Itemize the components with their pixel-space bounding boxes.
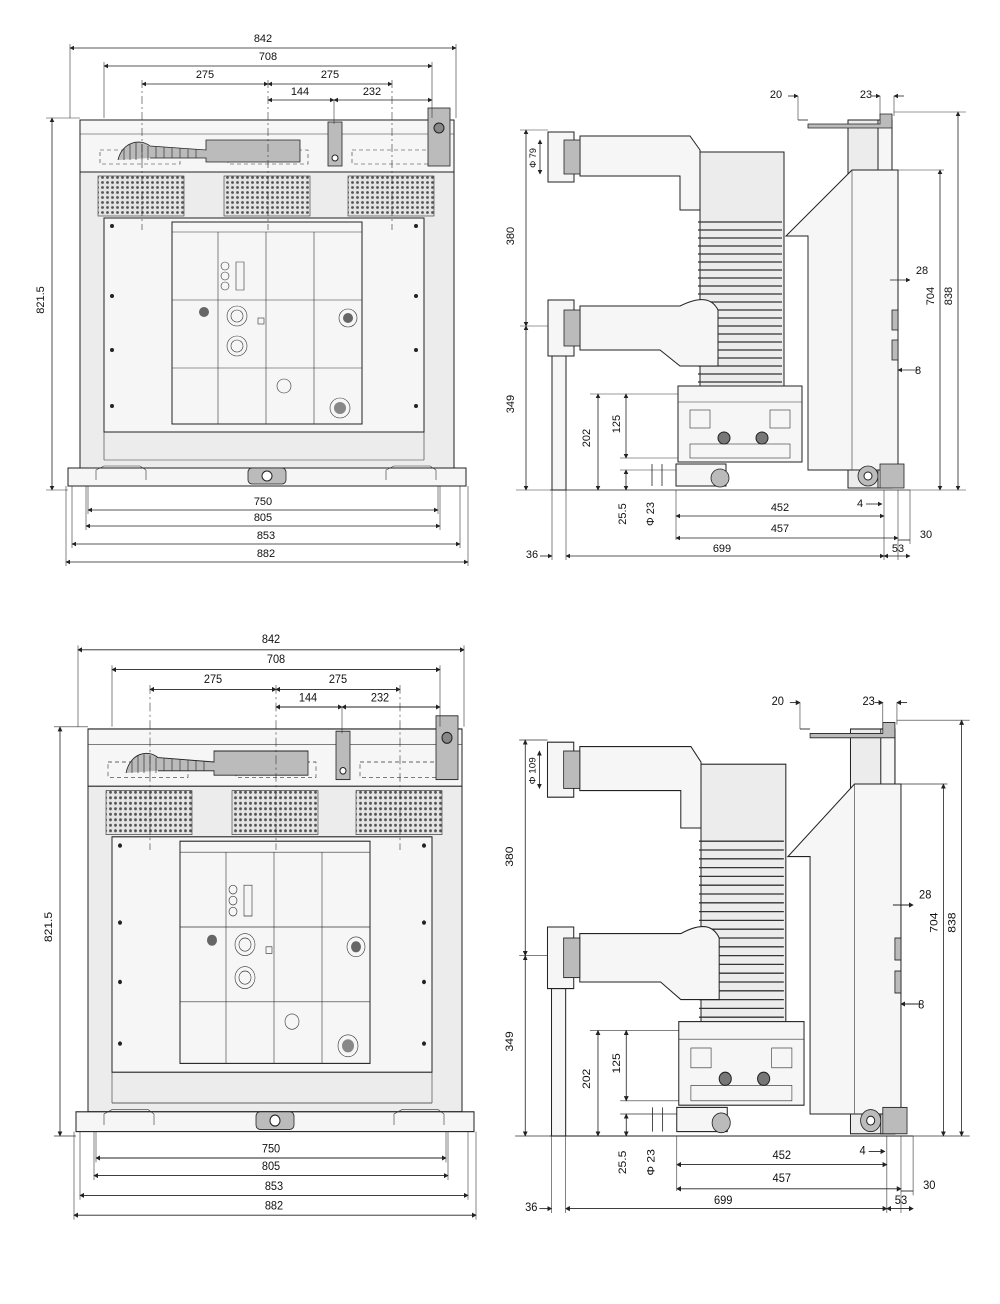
dim-699: 699 [714, 1194, 733, 1208]
dim-144: 144 [291, 86, 309, 98]
dim-28: 28 [916, 265, 928, 277]
dim-36: 36 [526, 549, 538, 561]
dim-699: 699 [713, 543, 731, 555]
side-view-bottom: 20 23 Φ 109 380 349 202 125 25.5 Φ 23 28… [504, 694, 970, 1214]
dim-25-5: 25.5 [617, 503, 629, 524]
dim-dia-23: Φ 23 [645, 1149, 657, 1175]
dim-125: 125 [611, 415, 623, 433]
dim-704: 704 [928, 912, 940, 933]
dim-53: 53 [895, 1194, 907, 1208]
dim-4: 4 [857, 498, 863, 510]
dim-842: 842 [262, 634, 280, 647]
dim-dia-23: Φ 23 [645, 502, 657, 526]
dim-36: 36 [525, 1200, 537, 1214]
dim-708: 708 [267, 654, 285, 667]
dim-457: 457 [773, 1172, 792, 1186]
dim-232: 232 [371, 692, 389, 705]
dim-terminal-dia: Φ 79 [528, 148, 538, 168]
dim-275-right: 275 [329, 673, 347, 686]
dim-202: 202 [580, 1069, 592, 1089]
dim-704: 704 [925, 287, 937, 305]
dim-457: 457 [771, 523, 789, 535]
dim-144: 144 [299, 692, 318, 705]
dim-30: 30 [920, 529, 932, 541]
dim-838: 838 [946, 913, 958, 933]
dim-53: 53 [892, 543, 904, 555]
dim-349: 349 [505, 395, 517, 413]
dim-853: 853 [257, 530, 275, 542]
dim-821-5: 821.5 [43, 912, 54, 942]
dim-275-left: 275 [204, 673, 222, 686]
dim-23: 23 [860, 89, 872, 101]
dim-708: 708 [259, 51, 277, 63]
dim-232: 232 [363, 86, 381, 98]
dim-20: 20 [772, 694, 784, 708]
dim-28: 28 [919, 888, 931, 902]
dim-25-5: 25.5 [617, 1151, 629, 1175]
dim-8: 8 [915, 365, 921, 377]
dim-452: 452 [773, 1149, 792, 1163]
dim-821-5: 821.5 [35, 286, 47, 314]
dim-275-right: 275 [321, 69, 339, 81]
dim-842: 842 [254, 33, 272, 45]
dim-805: 805 [262, 1161, 280, 1174]
dim-23: 23 [862, 694, 874, 708]
dim-380: 380 [505, 227, 517, 245]
dim-853: 853 [265, 1180, 283, 1193]
dim-838: 838 [943, 287, 955, 305]
dim-882: 882 [257, 548, 275, 560]
side-view-top: 20 23 Φ 79 380 349 202 125 25.5 Φ 23 28 … [505, 89, 966, 561]
dim-380: 380 [504, 847, 516, 867]
dim-4: 4 [860, 1144, 867, 1158]
dim-terminal-dia: Φ 109 [528, 757, 539, 784]
dim-202: 202 [581, 429, 593, 447]
dim-8: 8 [918, 998, 924, 1012]
dim-750: 750 [254, 496, 272, 508]
dim-125: 125 [611, 1053, 623, 1073]
dim-750: 750 [262, 1143, 280, 1156]
dim-20: 20 [770, 89, 782, 101]
front-view-bottom: 842 708 275 275 144 232 821.5 750 805 85… [43, 634, 476, 1220]
dim-275-left: 275 [196, 69, 214, 81]
dim-452: 452 [771, 502, 789, 514]
dim-349: 349 [504, 1031, 516, 1051]
front-view-top: 842 708 275 275 144 232 821.5 750 805 85… [35, 33, 468, 566]
dim-882: 882 [265, 1200, 283, 1213]
dim-805: 805 [254, 512, 272, 524]
dim-30: 30 [923, 1178, 935, 1192]
